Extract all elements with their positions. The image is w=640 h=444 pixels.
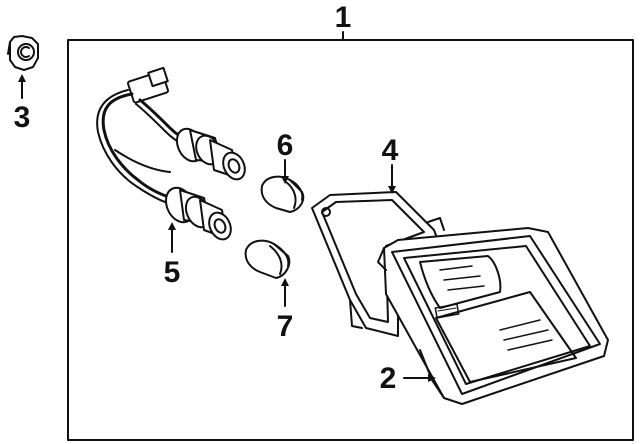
socket-lower — [164, 186, 232, 241]
bulb-upper — [260, 175, 305, 213]
clip-part — [7, 35, 39, 71]
callout-3: 3 — [14, 101, 31, 134]
callout-1: 1 — [335, 1, 352, 34]
socket-upper — [175, 127, 246, 181]
callout-5: 5 — [164, 256, 181, 289]
callout-2: 2 — [380, 362, 397, 395]
assembly-frame — [67, 39, 634, 441]
wiring-harness — [96, 66, 190, 204]
callout-6: 6 — [277, 129, 294, 162]
bulb-lower — [244, 239, 291, 279]
lens-housing-part — [377, 227, 609, 405]
callout-4: 4 — [382, 134, 399, 167]
callout-7: 7 — [277, 310, 294, 343]
